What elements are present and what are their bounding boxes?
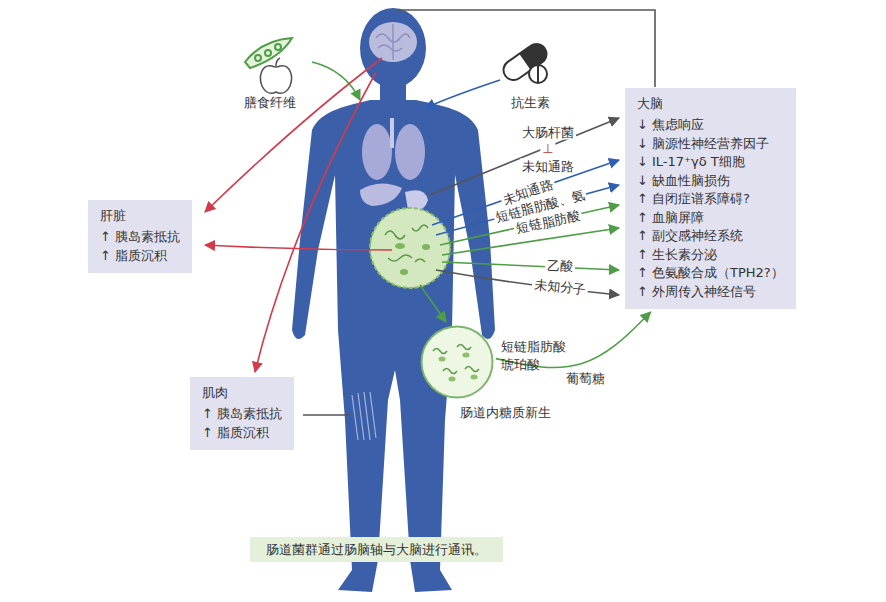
inhibition-symbol: ⊥ bbox=[540, 141, 555, 156]
figure-caption: 肠道菌群通过肠脑轴与大脑进行通讯。 bbox=[250, 537, 503, 562]
circle-outline bbox=[420, 325, 494, 399]
muscle-fibers bbox=[352, 392, 376, 440]
organs bbox=[360, 118, 428, 211]
effect-item: ↓ 缺血性脑损伤 bbox=[637, 172, 784, 191]
pathway-label: 未知分子 bbox=[531, 277, 588, 298]
box-heading: 大脑 bbox=[637, 94, 784, 114]
pathway-label: 大肠杆菌 bbox=[520, 125, 576, 140]
gluconeogenesis-circle: 肠道内糖质新生 bbox=[420, 325, 494, 399]
edge-label: 葡萄糖 bbox=[564, 371, 607, 386]
input-label: 抗生素 bbox=[509, 95, 552, 110]
effect-item: ↑ 脂质沉积 bbox=[202, 424, 282, 443]
antibiotic-pill bbox=[529, 65, 547, 83]
antibiotic-icon bbox=[500, 40, 551, 84]
effect-item: ↑ 副交感神经系统 bbox=[637, 227, 784, 246]
effect-item: ↑ 生长素分泌 bbox=[637, 246, 784, 265]
box-heading: 肝脏 bbox=[100, 206, 180, 226]
effect-item: ↑ 血脑屏障 bbox=[637, 209, 784, 228]
pathway-label: 未知通路 bbox=[520, 159, 576, 174]
pathway-arrows bbox=[205, 10, 655, 415]
effect-item: ↓ 脑源性神经营养因子 bbox=[637, 135, 784, 154]
box-heading: 肌肉 bbox=[202, 383, 282, 403]
gut-microbiota bbox=[370, 208, 450, 288]
node-label: 肠道内糖质新生 bbox=[460, 405, 551, 421]
metabolite-label: 短链脂肪酸 琥珀酸 bbox=[499, 338, 572, 374]
effect-item: ↑ 自闭症谱系障碍? bbox=[637, 190, 784, 209]
input-label: 膳食纤维 bbox=[242, 95, 298, 110]
effect-item: ↑ 脂质沉积 bbox=[100, 247, 180, 266]
effect-item: ↑ 胰岛素抵抗 bbox=[100, 228, 180, 247]
fiber-icon bbox=[245, 38, 292, 93]
pathway-label: 乙酸 bbox=[545, 258, 576, 275]
body-silhouette bbox=[292, 8, 495, 592]
effect-item: ↓ IL-17⁺γδ T细胞 bbox=[637, 153, 784, 172]
effect-item: ↑ 胰岛素抵抗 bbox=[202, 405, 282, 424]
effect-item: ↓ 焦虑响应 bbox=[637, 116, 784, 135]
effect-item: ↑ 色氨酸合成（TPH2?） bbox=[637, 264, 784, 283]
brain-effects-box: 大脑 ↓ 焦虑响应↓ 脑源性神经营养因子↓ IL-17⁺γδ T细胞↓ 缺血性脑损… bbox=[625, 88, 796, 309]
muscle-box: 肌肉 ↑ 胰岛素抵抗↑ 脂质沉积 bbox=[190, 377, 294, 450]
liver-box: 肝脏 ↑ 胰岛素抵抗↑ 脂质沉积 bbox=[88, 200, 192, 273]
brain-icon bbox=[369, 22, 417, 62]
effect-item: ↑ 外周传入神经信号 bbox=[637, 283, 784, 302]
